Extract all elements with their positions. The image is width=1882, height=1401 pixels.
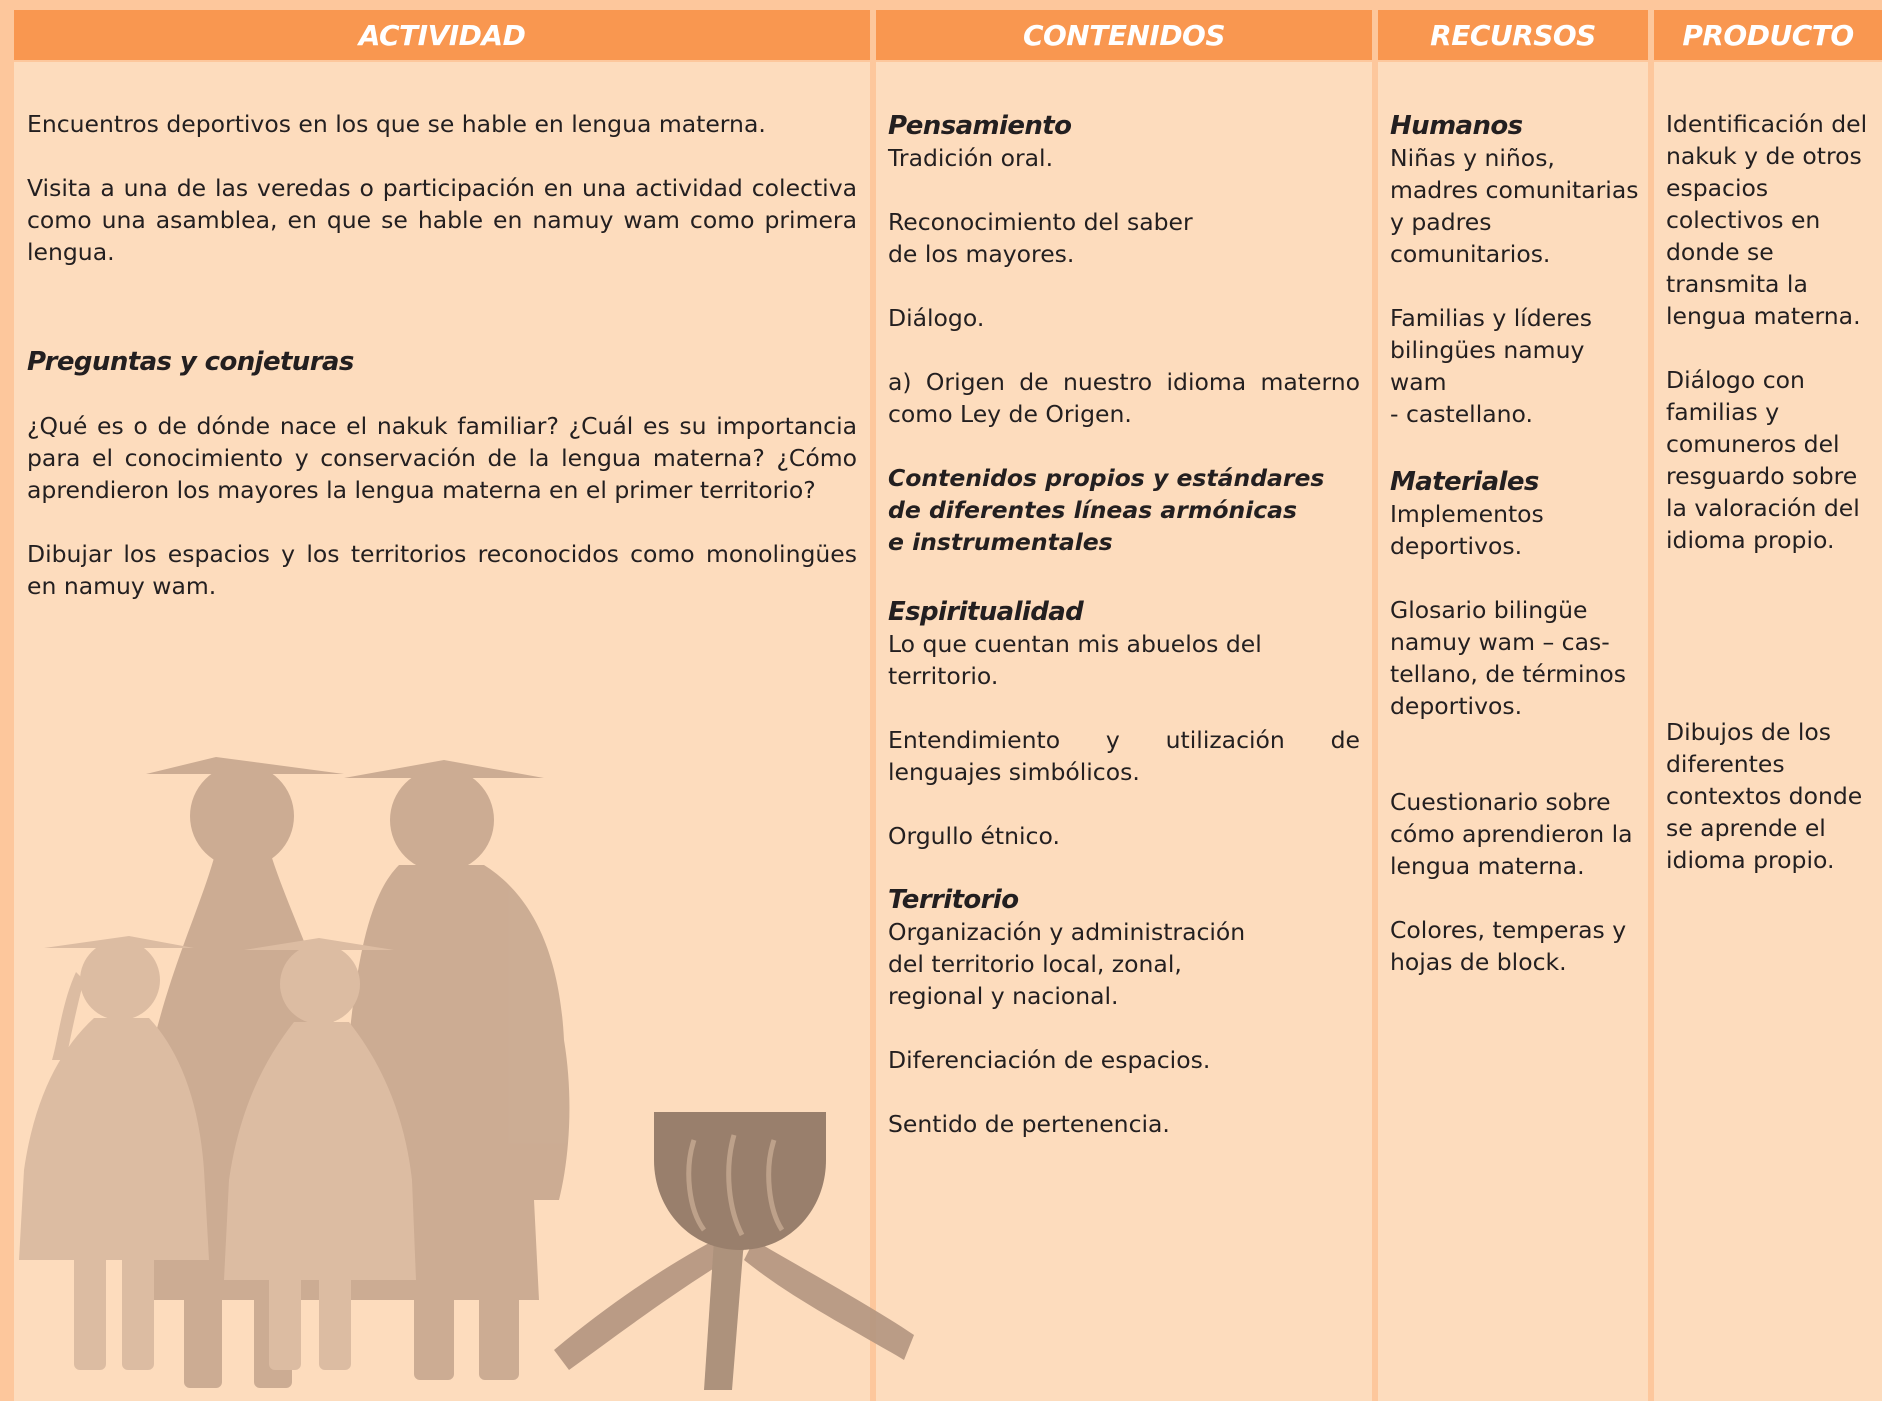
- recursos-item: Niñas y niños,: [1390, 144, 1555, 172]
- recursos-item: Glosario bilingüe: [1390, 596, 1588, 624]
- recursos-item: tellano, de términos: [1390, 660, 1627, 688]
- recursos-column: Humanos Niñas y niños, madres comunitari…: [1390, 110, 1642, 978]
- recursos-heading-materiales: Materiales: [1390, 467, 1539, 497]
- recursos-item: Implementos: [1390, 500, 1544, 528]
- contenidos-heading-pensamiento: Pensamiento: [888, 111, 1072, 141]
- child-left-silhouette: [19, 936, 209, 1370]
- recursos-item: lengua materna.: [1390, 852, 1585, 880]
- header-actividad: ACTIVIDAD: [14, 10, 870, 60]
- recursos-item: hojas de block.: [1390, 948, 1567, 976]
- recursos-item: Cuestionario sobre: [1390, 788, 1611, 816]
- child-middle-silhouette: [224, 938, 416, 1370]
- recursos-item: deportivos.: [1390, 532, 1523, 560]
- family-silhouette-illustration: [19, 757, 914, 1390]
- contenidos-item: Tradición oral.: [888, 144, 1054, 172]
- contenidos-subheading: e instrumentales: [888, 528, 1113, 556]
- producto-item: contextos donde: [1666, 782, 1863, 810]
- contenidos-item: de los mayores.: [888, 240, 1075, 268]
- recursos-item: comunitarios.: [1390, 240, 1551, 268]
- cooking-pot-silhouette: [554, 1112, 914, 1390]
- contenidos-item: Diferenciación de espacios.: [888, 1046, 1211, 1074]
- contenidos-item: Orgullo étnico.: [888, 822, 1060, 850]
- recursos-item: namuy wam – cas-: [1390, 628, 1610, 656]
- producto-item: se aprende el: [1666, 814, 1826, 842]
- contenidos-subheading: de diferentes líneas armónicas: [888, 496, 1298, 524]
- header-recursos: RECURSOS: [1378, 10, 1648, 60]
- actividad-paragraph-2: Visita a una de las veredas o participac…: [27, 174, 857, 266]
- producto-item: idioma propio.: [1666, 846, 1835, 874]
- recursos-item: madres comunitarias: [1390, 176, 1639, 204]
- actividad-column: Encuentros deportivos en los que se habl…: [27, 108, 857, 602]
- contenidos-item: Sentido de pertenencia.: [888, 1110, 1170, 1138]
- header-contenidos: CONTENIDOS: [876, 10, 1372, 60]
- producto-item: diferentes: [1666, 750, 1785, 778]
- contenidos-item: a) Origen de nuestro idioma materno como…: [888, 368, 1360, 428]
- contenidos-item: regional y nacional.: [888, 982, 1119, 1010]
- contenidos-cell: [876, 62, 1372, 1401]
- producto-item: comuneros del: [1666, 430, 1840, 458]
- producto-item: familias y: [1666, 398, 1780, 426]
- contenidos-item: Lo que cuentan mis abuelos del territori…: [888, 630, 1262, 690]
- recursos-cell: [1378, 62, 1648, 1401]
- producto-item: nakuk y de otros: [1666, 142, 1862, 170]
- producto-cell: [1654, 62, 1882, 1401]
- recursos-heading-humanos: Humanos: [1390, 111, 1523, 141]
- producto-item: Diálogo con: [1666, 366, 1805, 394]
- recursos-item: Colores, temperas y: [1390, 916, 1627, 944]
- contenidos-item: Reconocimiento del saber: [888, 208, 1193, 236]
- recursos-item: deportivos.: [1390, 692, 1523, 720]
- contenidos-subheading: Contenidos propios y estándares: [888, 464, 1325, 492]
- recursos-item: y padres: [1390, 208, 1492, 236]
- contenidos-item: Diálogo.: [888, 304, 985, 332]
- contenidos-heading-espiritualidad: Espiritualidad: [888, 597, 1084, 627]
- producto-item: la valoración del: [1666, 494, 1860, 522]
- contenidos-item: Organización y administración: [888, 918, 1246, 946]
- recursos-item: cómo aprendieron la: [1390, 820, 1633, 848]
- producto-item: resguardo sobre: [1666, 462, 1858, 490]
- contenidos-heading-territorio: Territorio: [888, 885, 1019, 915]
- producto-item: Dibujos de los: [1666, 718, 1832, 746]
- producto-column: Identificación del nakuk y de otros espa…: [1666, 108, 1878, 876]
- contenidos-column: Pensamiento Tradición oral. Reconocimien…: [888, 110, 1360, 1140]
- actividad-paragraph-3: ¿Qué es o de dónde nace el nakuk familia…: [27, 412, 857, 504]
- recursos-item: Familias y líderes: [1390, 304, 1593, 332]
- contenidos-item: del territorio local, zonal,: [888, 950, 1182, 978]
- header-producto: PRODUCTO: [1654, 10, 1882, 60]
- actividad-heading-preguntas: Preguntas y conjeturas: [27, 347, 354, 377]
- producto-item: donde se: [1666, 238, 1774, 266]
- producto-item: Identificación del: [1666, 110, 1868, 138]
- recursos-item: bilingües namuy wam: [1390, 336, 1585, 396]
- actividad-paragraph-4: Dibujar los espacios y los territorios r…: [27, 540, 857, 600]
- contenidos-item: Entendimiento y utilización de lenguajes…: [888, 726, 1360, 786]
- producto-item: colectivos en: [1666, 206, 1821, 234]
- actividad-paragraph-1: Encuentros deportivos en los que se habl…: [27, 110, 766, 138]
- recursos-item: - castellano.: [1390, 400, 1533, 428]
- producto-item: idioma propio.: [1666, 526, 1835, 554]
- producto-item: transmita la: [1666, 270, 1808, 298]
- producto-item: espacios: [1666, 174, 1769, 202]
- producto-item: lengua materna.: [1666, 302, 1861, 330]
